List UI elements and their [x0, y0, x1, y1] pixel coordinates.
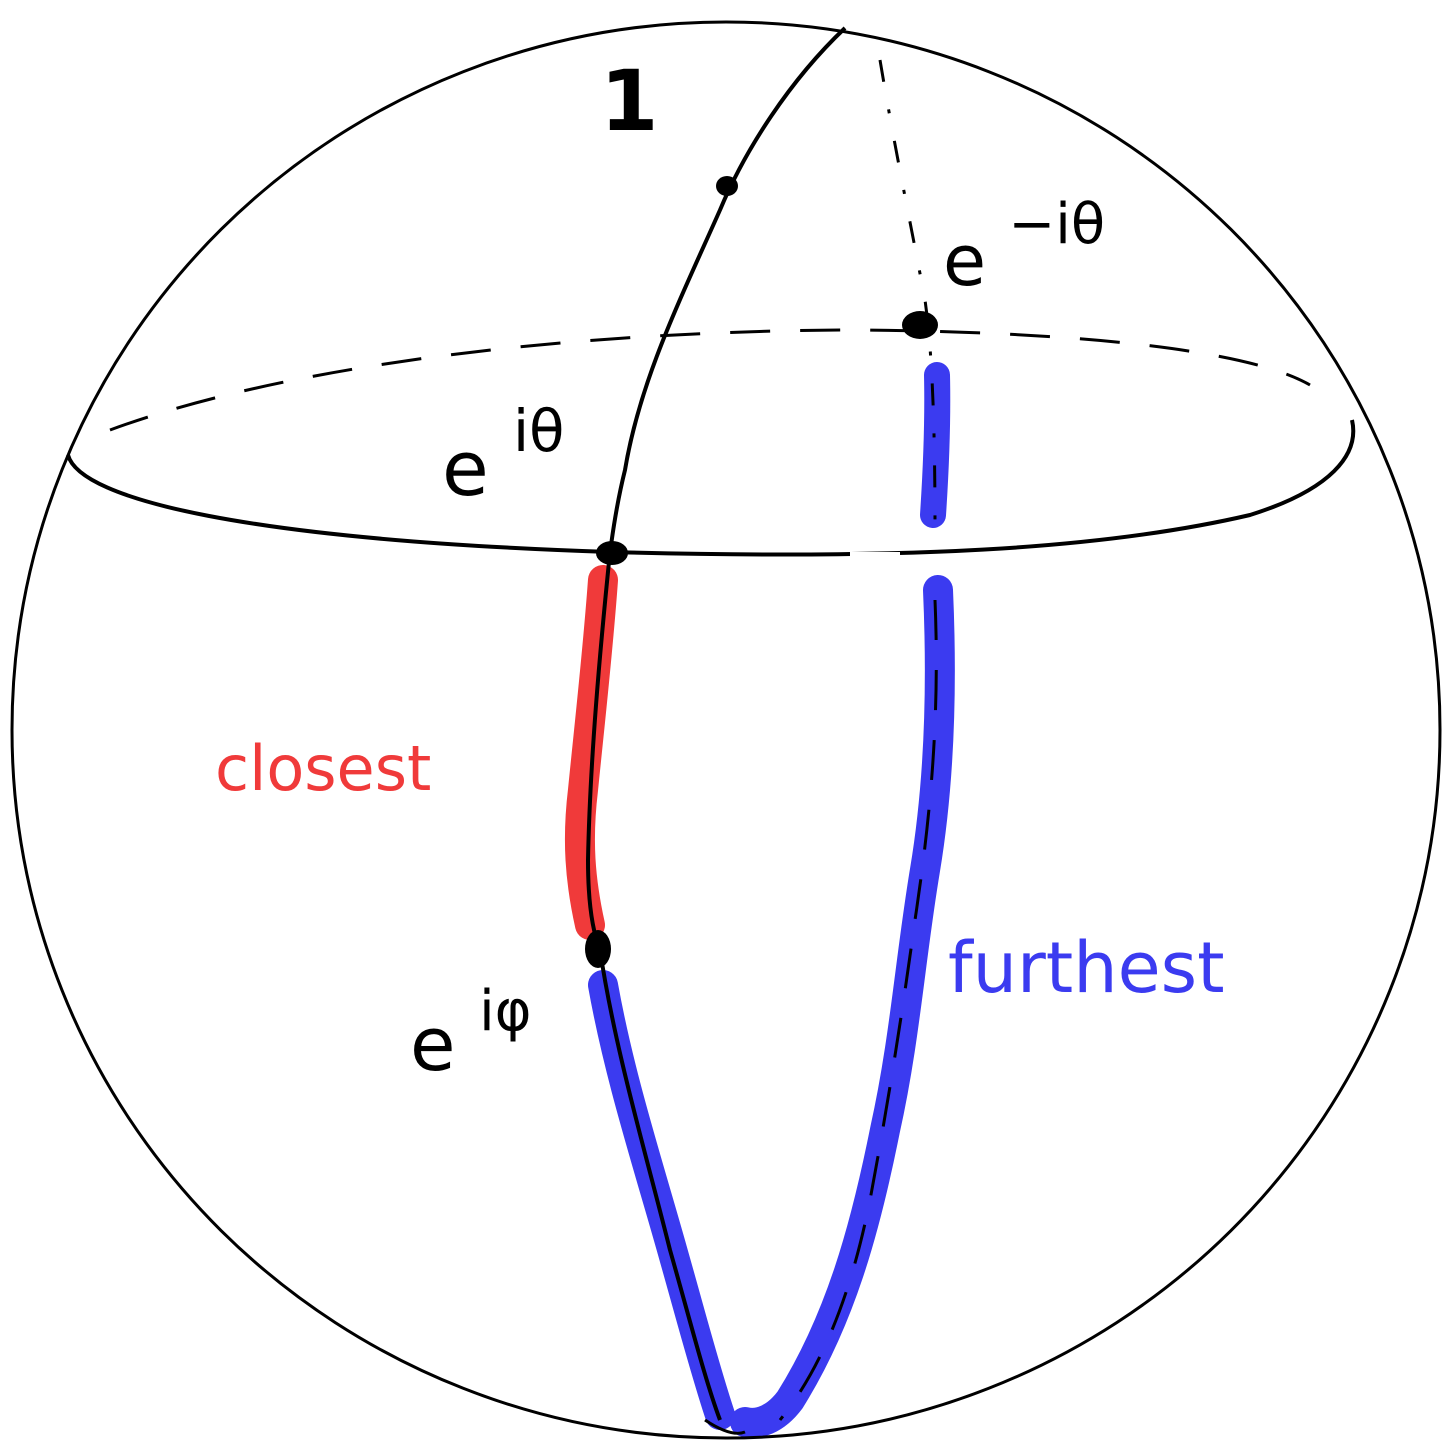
front-meridian — [585, 26, 847, 1421]
closest-highlight — [564, 565, 618, 940]
bottom-pole-mark — [704, 1418, 746, 1435]
equator-front — [66, 419, 1356, 557]
label-e-i-theta-base: e — [442, 424, 489, 513]
point-e-neg-i-theta — [902, 311, 938, 339]
label-closest: closest — [215, 732, 431, 805]
label-e-i-phi-exp: iφ — [479, 979, 532, 1044]
label-e-neg-i-theta: e −iθ — [943, 192, 1105, 302]
back-meridian-upper — [878, 59, 937, 531]
furthest-highlight-back-lower — [730, 575, 955, 1438]
label-one: 1 — [600, 52, 658, 150]
point-one — [716, 176, 738, 196]
label-e-i-theta-exp: iθ — [513, 397, 565, 465]
equator-back-dashed — [109, 328, 1311, 432]
label-e-i-phi: e iφ — [410, 979, 532, 1088]
label-e-i-theta: e iθ — [442, 397, 565, 513]
furthest-highlight-back-upper — [920, 362, 951, 528]
point-e-i-phi — [585, 930, 611, 968]
sphere-outline — [10, 20, 1442, 1440]
label-furthest: furthest — [948, 927, 1225, 1009]
label-e-neg-i-theta-exp: −iθ — [1008, 192, 1105, 257]
label-e-neg-i-theta-base: e — [943, 220, 986, 302]
point-e-i-theta — [596, 541, 628, 565]
label-e-i-phi-base: e — [410, 1002, 456, 1088]
back-meridian-lower — [778, 599, 938, 1421]
